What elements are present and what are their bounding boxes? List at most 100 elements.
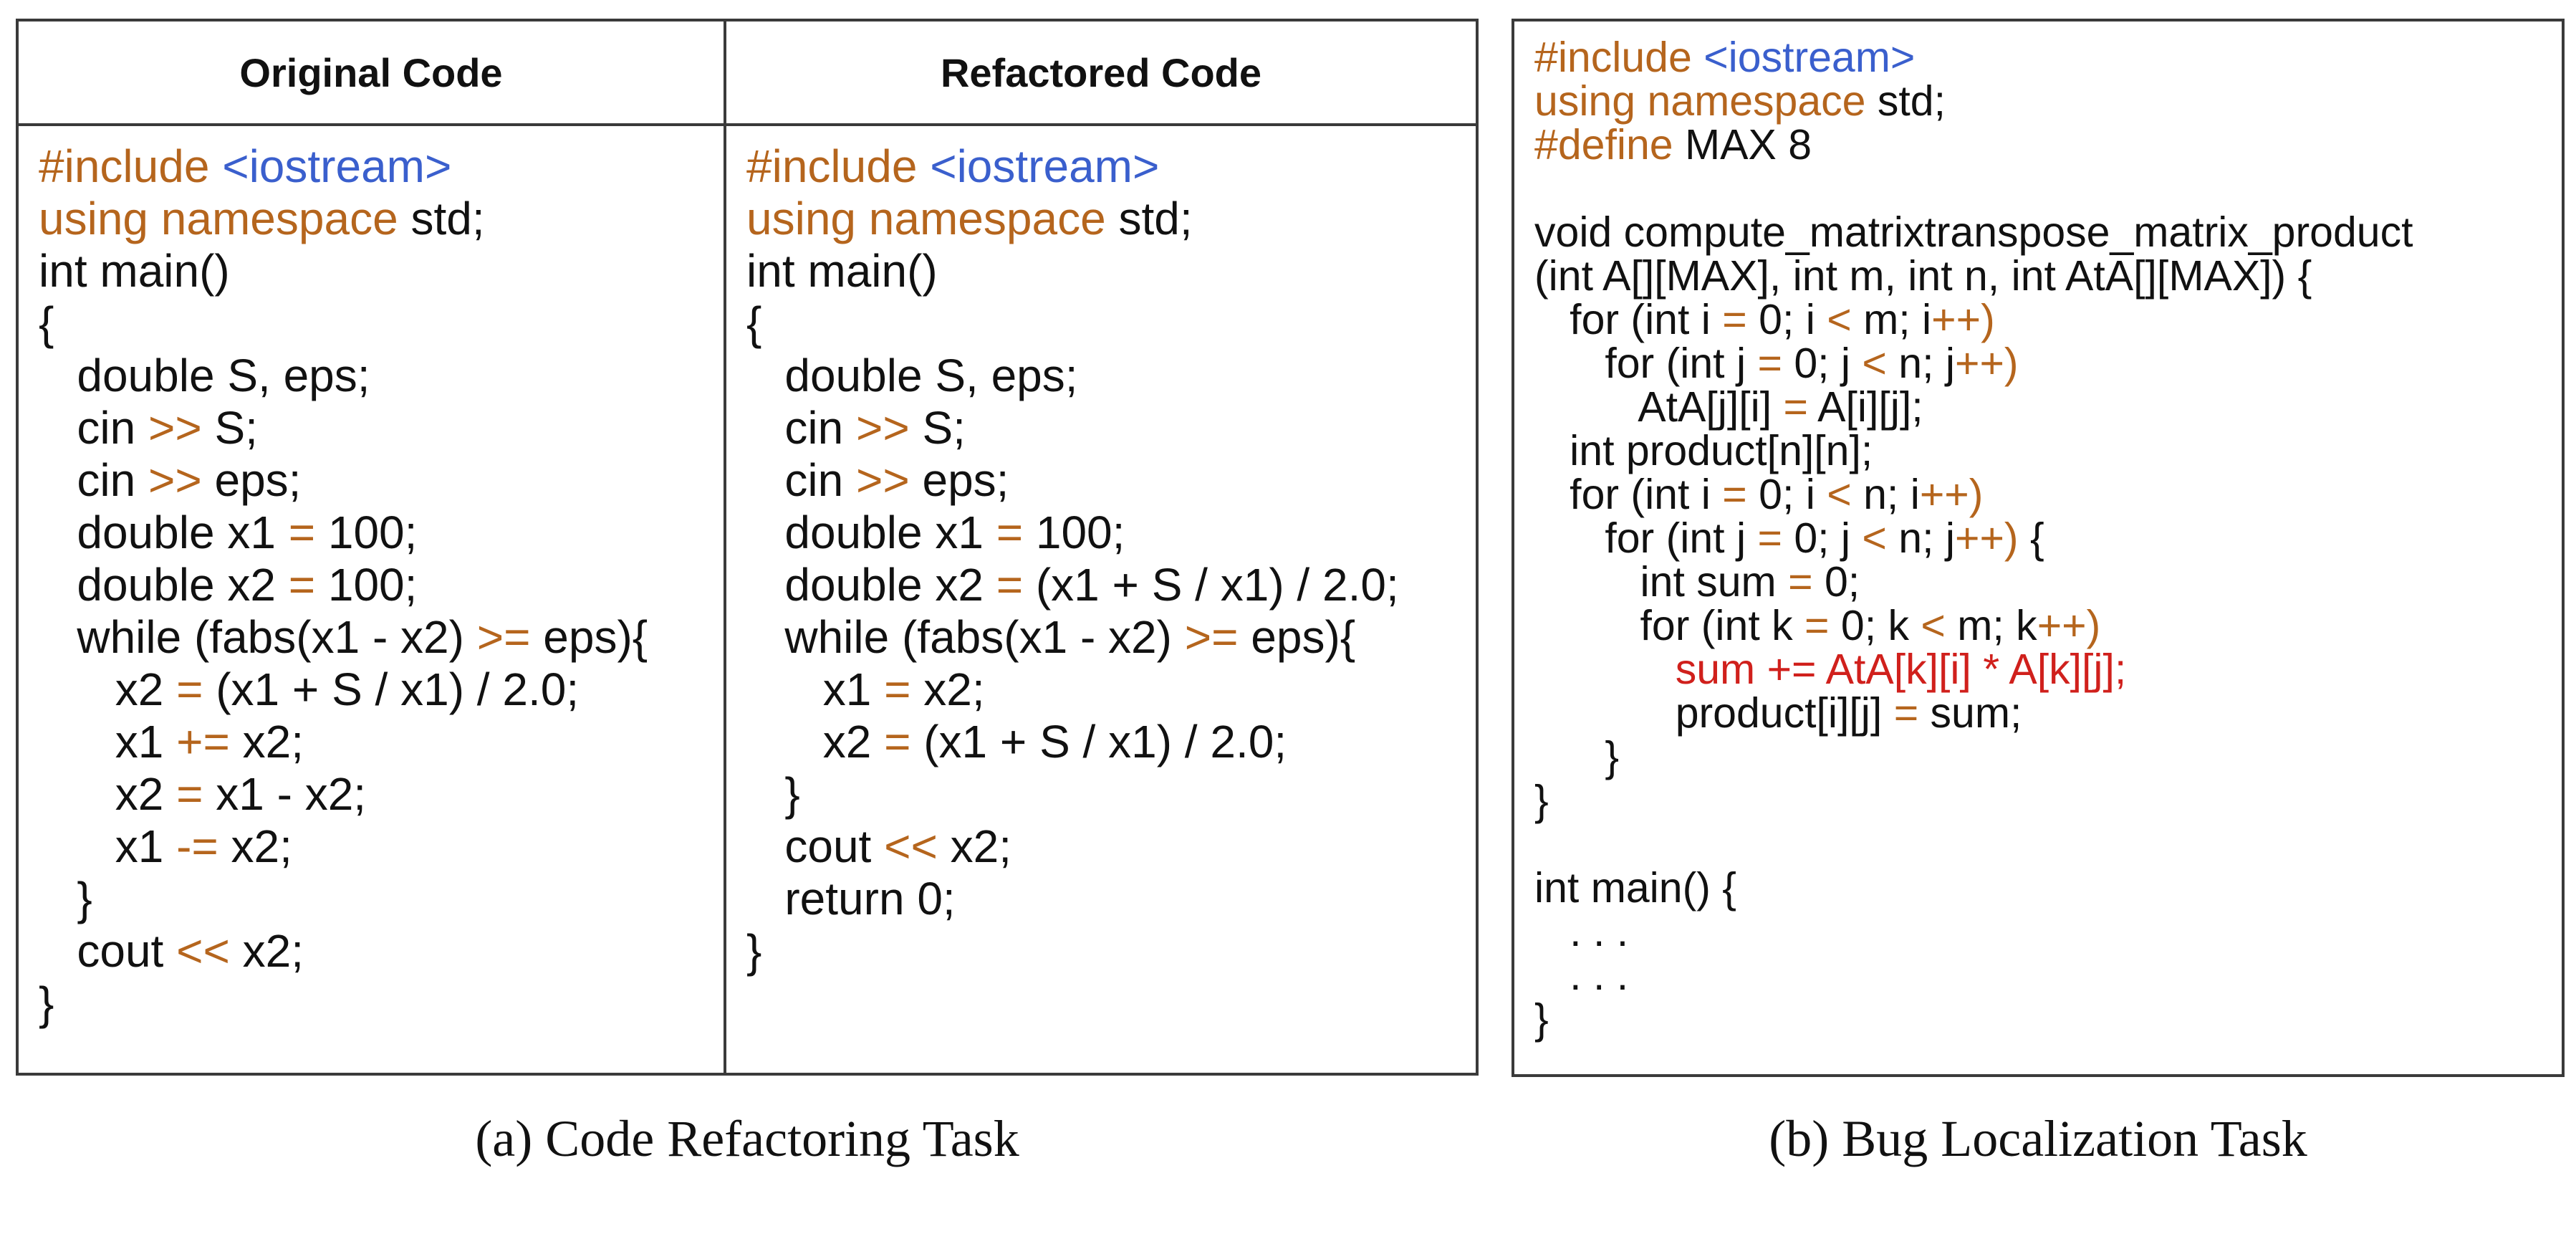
code-token: = bbox=[1804, 602, 1830, 649]
code-token: = bbox=[288, 507, 316, 558]
code-line: while (fabs(x1 - x2) >= eps){ bbox=[746, 611, 1399, 664]
code-token: 100; bbox=[315, 559, 418, 611]
code-token: += bbox=[176, 716, 230, 767]
code-token: x2; bbox=[937, 820, 1011, 872]
code-token: 0; bbox=[1812, 558, 1860, 606]
code-line: int main() bbox=[39, 245, 648, 297]
code-line: cin >> S; bbox=[39, 402, 648, 454]
code-line: double x2 = 100; bbox=[39, 559, 648, 611]
code-token: >> bbox=[148, 402, 202, 454]
code-token: S; bbox=[909, 402, 966, 454]
code-line: for (int i = 0; i < m; i++) bbox=[1534, 298, 2413, 342]
code-line: x1 -= x2; bbox=[39, 820, 648, 873]
code-token: x1 bbox=[39, 716, 177, 767]
code-token: 0; j bbox=[1782, 515, 1863, 562]
code-line: double S, eps; bbox=[39, 350, 648, 402]
code-token: } bbox=[39, 873, 92, 924]
code-token: { bbox=[39, 297, 54, 349]
code-line: for (int k = 0; k < m; k++) bbox=[1534, 604, 2413, 648]
original-code-column: Original Code #include <iostream>using n… bbox=[19, 21, 724, 1073]
code-line: return 0; bbox=[746, 873, 1399, 925]
code-line: cin >> eps; bbox=[746, 454, 1399, 507]
code-line: { bbox=[39, 297, 648, 350]
code-line: using namespace std; bbox=[1534, 80, 2413, 123]
code-token: int main() bbox=[746, 245, 938, 297]
code-token: = bbox=[1783, 383, 1809, 431]
code-token: double S, eps; bbox=[39, 350, 370, 401]
code-token: std; bbox=[398, 193, 485, 244]
code-token: x2; bbox=[229, 925, 304, 977]
code-token: double x2 bbox=[39, 559, 289, 611]
code-token: for (int k bbox=[1534, 602, 1805, 649]
code-line: (int A[][MAX], int m, int n, int AtA[][M… bbox=[1534, 254, 2413, 298]
code-line: x1 += x2; bbox=[39, 716, 648, 768]
code-token: . . . bbox=[1534, 908, 1629, 955]
code-line: x1 = x2; bbox=[746, 664, 1399, 716]
code-line: int product[n][n]; bbox=[1534, 429, 2413, 473]
code-token: >> bbox=[148, 454, 202, 506]
code-token: << bbox=[176, 925, 230, 977]
code-line: x2 = (x1 + S / x1) / 2.0; bbox=[746, 716, 1399, 768]
code-token: 100; bbox=[315, 507, 418, 558]
code-token: . . . bbox=[1534, 952, 1629, 999]
code-line: #define MAX 8 bbox=[1534, 123, 2413, 167]
code-token: m; i bbox=[1851, 296, 1932, 343]
code-token: (x1 + S / x1) / 2.0; bbox=[203, 664, 580, 715]
code-token: cin bbox=[39, 402, 148, 454]
code-token: using namespace bbox=[1534, 77, 1866, 125]
code-token: <iostream> bbox=[222, 140, 452, 192]
code-token: return 0; bbox=[746, 873, 956, 924]
refactored-code-block: #include <iostream>using namespace std;i… bbox=[746, 140, 1399, 977]
caption-code-refactoring: (a) Code Refactoring Task bbox=[475, 1110, 1019, 1167]
code-token: (x1 + S / x1) / 2.0; bbox=[1023, 559, 1399, 611]
code-token: n; j bbox=[1886, 515, 1955, 562]
code-token: 0; i bbox=[1746, 471, 1827, 518]
code-token: } bbox=[1534, 995, 1549, 1043]
code-token: ++) bbox=[1931, 296, 1995, 343]
code-token: x2 bbox=[39, 768, 177, 820]
code-line: . . . bbox=[1534, 954, 2413, 997]
code-line: while (fabs(x1 - x2) >= eps){ bbox=[39, 611, 648, 664]
code-token: using namespace bbox=[39, 193, 398, 244]
code-token: } bbox=[39, 977, 54, 1029]
code-token: ++) bbox=[1919, 471, 1984, 518]
code-line: for (int j = 0; j < n; j++) { bbox=[1534, 517, 2413, 560]
code-line: for (int i = 0; i < n; i++) bbox=[1534, 473, 2413, 517]
code-token: A[i][j]; bbox=[1808, 383, 1923, 431]
code-token: = bbox=[1788, 558, 1813, 606]
code-token: while (fabs(x1 - x2) bbox=[39, 611, 477, 663]
code-token: n; j bbox=[1886, 340, 1955, 387]
code-refactoring-panel: Original Code #include <iostream>using n… bbox=[16, 19, 1479, 1076]
code-token: x2; bbox=[910, 664, 985, 715]
original-code-header: Original Code bbox=[19, 21, 724, 126]
code-line bbox=[1534, 823, 2413, 866]
code-token: cin bbox=[746, 454, 856, 506]
refactored-code-column: Refactored Code #include <iostream>using… bbox=[724, 21, 1476, 1073]
code-token: = bbox=[1722, 296, 1747, 343]
code-line: sum += AtA[k][i] * A[k][j]; bbox=[1534, 648, 2413, 692]
code-token: int sum bbox=[1534, 558, 1789, 606]
code-token: ++) bbox=[2037, 602, 2101, 649]
code-token: ++) bbox=[1955, 340, 2019, 387]
code-line: x2 = (x1 + S / x1) / 2.0; bbox=[39, 664, 648, 716]
code-token: std; bbox=[1865, 77, 1946, 125]
code-token: n; i bbox=[1851, 471, 1920, 518]
code-token: cin bbox=[746, 402, 856, 454]
code-token: >> bbox=[855, 402, 910, 454]
code-token: x2; bbox=[218, 820, 292, 872]
code-token: x2 bbox=[39, 664, 177, 715]
code-line: { bbox=[746, 297, 1399, 350]
code-line: int main() { bbox=[1534, 866, 2413, 910]
code-line: cin >> eps; bbox=[39, 454, 648, 507]
caption-bug-localization: (b) Bug Localization Task bbox=[1769, 1110, 2307, 1167]
code-token: double x1 bbox=[746, 507, 996, 558]
code-token: ++) bbox=[1955, 515, 2019, 562]
code-token: #include bbox=[39, 140, 223, 192]
code-token: eps; bbox=[201, 454, 302, 506]
code-token: eps){ bbox=[530, 611, 648, 663]
code-token: -= bbox=[176, 820, 218, 872]
code-token: >> bbox=[855, 454, 910, 506]
code-line: cout << x2; bbox=[39, 925, 648, 977]
code-token: = bbox=[884, 716, 911, 767]
code-token: = bbox=[996, 507, 1024, 558]
